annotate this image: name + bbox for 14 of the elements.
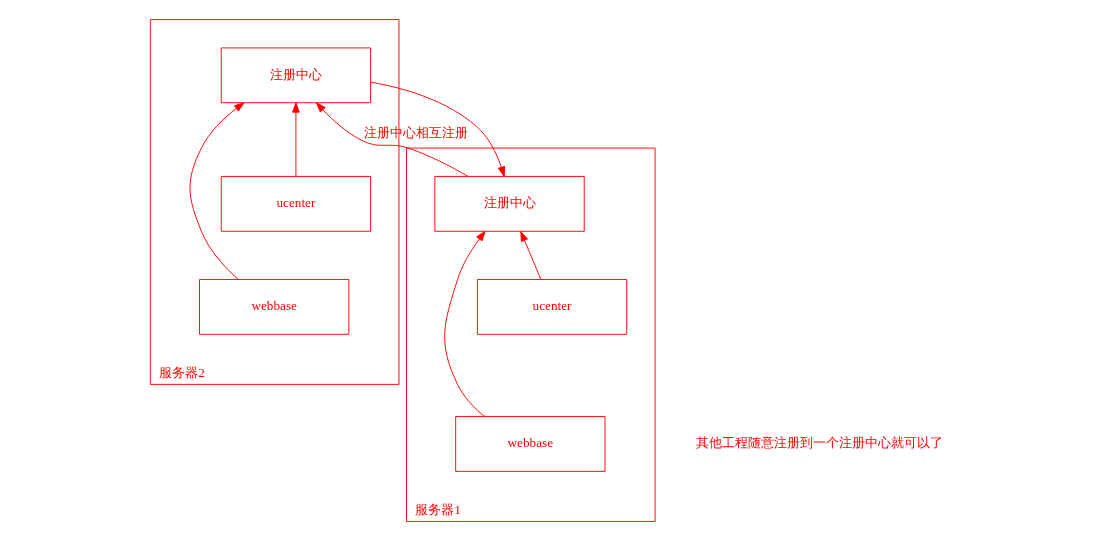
node-box: 注册中心 bbox=[220, 47, 372, 104]
node-box: webbase bbox=[199, 279, 350, 335]
arrow bbox=[520, 231, 542, 280]
node-box: 注册中心 bbox=[434, 175, 585, 232]
node-box: ucenter bbox=[476, 279, 628, 335]
edge-label: 注册中心相互注册 bbox=[364, 124, 469, 140]
arrow bbox=[315, 102, 469, 177]
arrow bbox=[370, 81, 506, 177]
arrow bbox=[292, 102, 300, 177]
label: 其他工程随意注册到一个注册中心就可以了 bbox=[696, 435, 944, 451]
node-box: ucenter bbox=[220, 175, 372, 232]
arrow bbox=[444, 230, 486, 417]
node-box: webbase bbox=[455, 416, 606, 472]
arrow bbox=[189, 102, 245, 280]
